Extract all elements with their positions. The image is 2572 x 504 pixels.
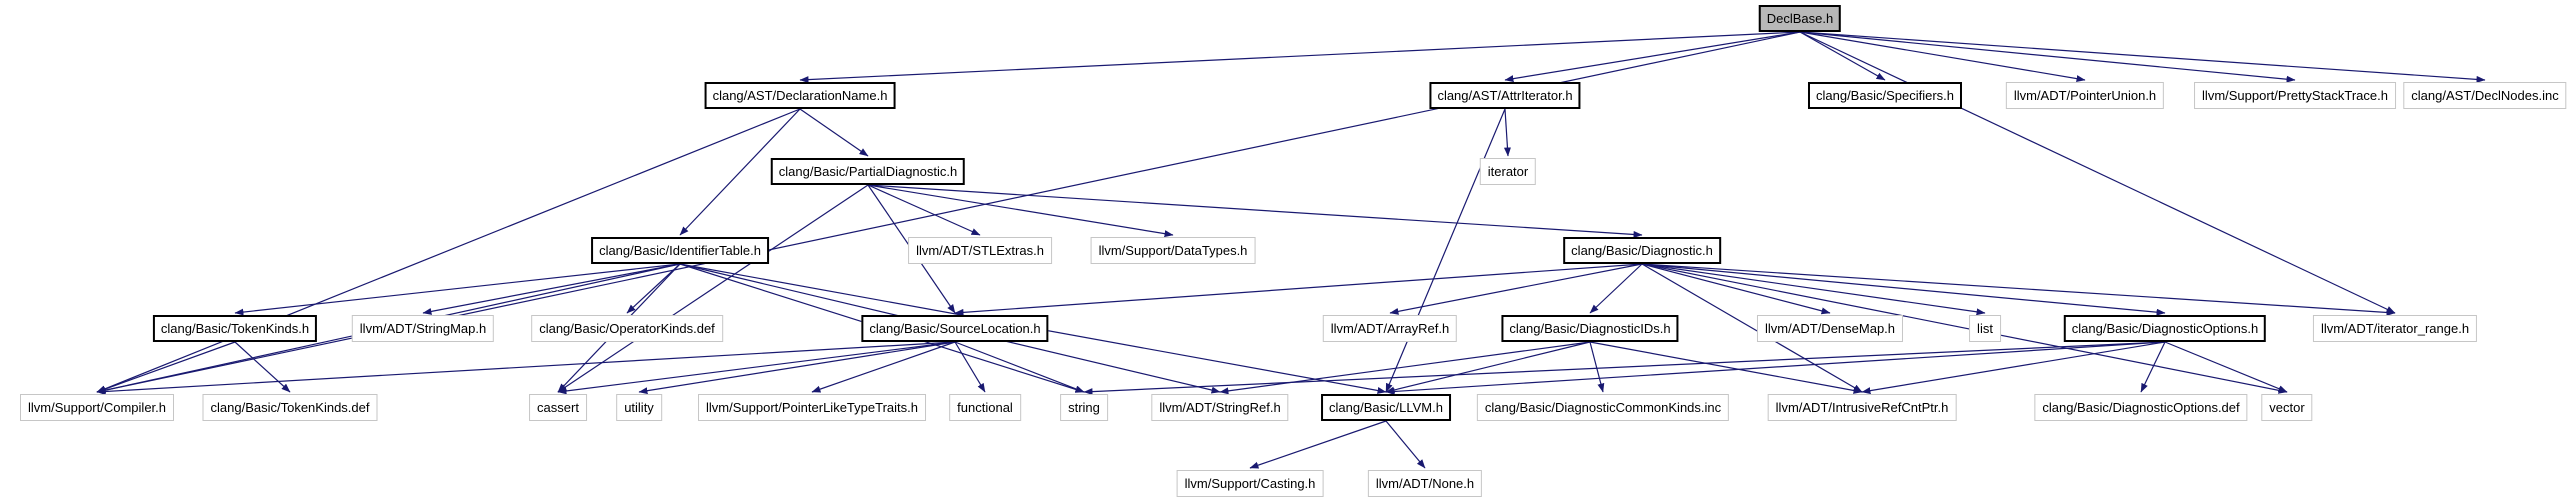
graph-node-string: string	[1060, 394, 1108, 421]
edge-llvm_h-none	[1385, 420, 1426, 469]
edge-diagopts_h-vector	[2164, 341, 2288, 393]
edge-diagids-llvm_h	[1385, 341, 1591, 394]
graph-node-stringmap: llvm/ADT/StringMap.h	[351, 315, 495, 342]
edge-diagopts_h-diagopts_def	[2140, 341, 2166, 393]
edge-diagnostic-iterrange	[1641, 263, 2396, 316]
graph-node-stlextras: llvm/ADT/STLExtras.h	[908, 237, 1052, 264]
graph-node-utility: utility	[616, 394, 662, 421]
edge-identtable-stringmap	[422, 263, 681, 315]
edge-sourceloc-functional	[954, 341, 986, 393]
edge-diagopts_h-intrusive	[1861, 341, 2166, 395]
graph-node-iterator: iterator	[1479, 158, 1537, 185]
graph-node-intrusive: llvm/ADT/IntrusiveRefCntPtr.h	[1767, 394, 1957, 421]
graph-node-declnodes: clang/AST/DeclNodes.inc	[2403, 82, 2567, 109]
graph-node-vector: vector	[2261, 394, 2313, 421]
graph-node-attriter[interactable]: clang/AST/AttrIterator.h	[1429, 82, 1581, 109]
edge-sourceloc-utility	[638, 341, 956, 395]
graph-node-diagopts_h[interactable]: clang/Basic/DiagnosticOptions.h	[2063, 315, 2267, 342]
graph-node-tokenkinds_h[interactable]: clang/Basic/TokenKinds.h	[152, 315, 318, 342]
edge-tokenkinds_h-compiler	[96, 341, 236, 393]
edge-diagopts_h-llvm_h	[1385, 341, 2166, 395]
edge-declbase-pointerunion	[1799, 31, 2086, 83]
graph-node-operatorkinds_def: clang/Basic/OperatorKinds.def	[531, 315, 723, 342]
graph-node-none: llvm/ADT/None.h	[1367, 470, 1483, 497]
graph-node-llvm_h[interactable]: clang/Basic/LLVM.h	[1321, 394, 1451, 421]
edge-diagnostic-list	[1641, 263, 1986, 316]
edge-declbase-prettystack	[1799, 31, 2296, 83]
graph-node-pltt: llvm/Support/PointerLikeTypeTraits.h	[698, 394, 926, 421]
edge-declbase-specifiers	[1799, 31, 1886, 81]
edge-diagids-diagcommon	[1589, 341, 1605, 393]
graph-node-arrayref: llvm/ADT/ArrayRef.h	[1322, 315, 1458, 342]
graph-node-prettystack: llvm/Support/PrettyStackTrace.h	[2194, 82, 2396, 109]
edge-partialdiag-stlextras	[867, 184, 981, 236]
edge-diagnostic-diagids	[1589, 263, 1643, 314]
graph-node-functional: functional	[949, 394, 1021, 421]
edge-tokenkinds_h-tokenkinds_def	[234, 341, 291, 393]
edge-diagopts_h-string	[1083, 341, 2166, 396]
graph-node-specifiers[interactable]: clang/Basic/Specifiers.h	[1807, 82, 1963, 109]
graph-node-diagnostic[interactable]: clang/Basic/Diagnostic.h	[1563, 237, 1721, 264]
graph-node-declname[interactable]: clang/AST/DeclarationName.h	[704, 82, 896, 109]
edge-partialdiag-datatypes	[867, 184, 1174, 238]
edge-sourceloc-compiler	[96, 341, 956, 395]
edge-diagnostic-diagopts_h	[1641, 263, 2166, 316]
graph-node-diagopts_def: clang/Basic/DiagnosticOptions.def	[2034, 394, 2248, 421]
graph-node-stringref: llvm/ADT/StringRef.h	[1151, 394, 1289, 421]
graph-node-pointerunion: llvm/ADT/PointerUnion.h	[2005, 82, 2165, 109]
edge-declbase-attriter	[1504, 31, 1801, 83]
graph-node-diagids[interactable]: clang/Basic/DiagnosticIDs.h	[1501, 315, 1679, 342]
graph-node-cassert: cassert	[529, 394, 587, 421]
graph-node-compiler: llvm/Support/Compiler.h	[20, 394, 174, 421]
edge-declname-partialdiag	[799, 108, 869, 157]
graph-node-densemap: llvm/ADT/DenseMap.h	[1756, 315, 1904, 342]
graph-node-identtable[interactable]: clang/Basic/IdentifierTable.h	[591, 237, 769, 264]
edge-declbase-declname	[799, 31, 1801, 84]
graph-node-iterrange: llvm/ADT/iterator_range.h	[2312, 315, 2478, 342]
graph-node-tokenkinds_def: clang/Basic/TokenKinds.def	[202, 394, 378, 421]
edge-diagnostic-arrayref	[1389, 263, 1643, 315]
edge-llvm_h-casting	[1249, 420, 1387, 469]
edge-diagnostic-sourceloc	[954, 263, 1643, 316]
graph-node-datatypes: llvm/Support/DataTypes.h	[1090, 237, 1256, 264]
graph-node-partialdiag[interactable]: clang/Basic/PartialDiagnostic.h	[770, 158, 966, 185]
graph-node-casting: llvm/Support/Casting.h	[1176, 470, 1324, 497]
edge-declbase-iterrange	[1799, 31, 2396, 314]
edge-identtable-operatorkinds_def	[626, 263, 681, 314]
graph-node-sourceloc[interactable]: clang/Basic/SourceLocation.h	[861, 315, 1049, 342]
edge-sourceloc-cassert	[557, 341, 956, 395]
edge-sourceloc-string	[954, 341, 1085, 393]
edge-identtable-tokenkinds_h	[234, 263, 681, 316]
graph-node-diagcommon: clang/Basic/DiagnosticCommonKinds.inc	[1476, 394, 1730, 421]
edge-attriter-llvm_h	[1385, 108, 1506, 393]
edge-attriter-iterator	[1503, 108, 1511, 157]
edge-diagnostic-densemap	[1641, 263, 1831, 315]
edge-sourceloc-pltt	[811, 341, 956, 393]
edge-partialdiag-diagnostic	[867, 184, 1643, 238]
edge-diagids-intrusive	[1589, 341, 1863, 394]
edge-partialdiag-cassert	[557, 184, 869, 393]
edge-diagids-stringref	[1219, 341, 1591, 395]
graph-node-list: list	[1969, 315, 2001, 342]
edge-declbase-declnodes	[1799, 31, 2486, 83]
graph-node-declbase[interactable]: DeclBase.h	[1758, 5, 1842, 32]
